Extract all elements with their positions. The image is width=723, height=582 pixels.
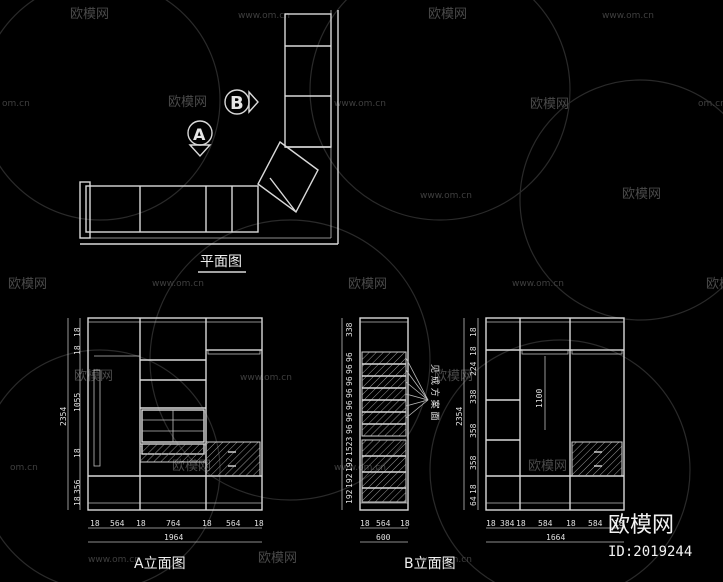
- wm-site: om.cn: [698, 99, 723, 109]
- svg-text:1523: 1523: [345, 437, 354, 456]
- svg-text:1664: 1664: [546, 533, 565, 542]
- wm-brand: 欧模网: [622, 187, 661, 202]
- svg-text:18: 18: [202, 519, 212, 528]
- svg-text:18: 18: [486, 519, 496, 528]
- svg-text:18: 18: [360, 519, 370, 528]
- wm-site: www.om.cn: [420, 191, 472, 201]
- wm-brand: 欧模网: [530, 97, 569, 112]
- svg-text:338: 338: [469, 389, 478, 404]
- wm-brand: 欧模网: [74, 369, 113, 384]
- svg-text:96: 96: [345, 412, 354, 422]
- svg-text:18: 18: [73, 448, 82, 458]
- wm-brand: 欧模网: [70, 7, 109, 22]
- wm-site: om.cn: [2, 99, 30, 109]
- wm-site: om.cn: [10, 463, 38, 473]
- svg-text:584: 584: [588, 519, 603, 528]
- elevation-b-title: B立面图: [404, 556, 456, 572]
- wm-brand: 欧模网: [528, 459, 567, 474]
- svg-text:1100: 1100: [535, 389, 544, 408]
- svg-text:564: 564: [226, 519, 241, 528]
- wm-site: www.om.cn: [152, 279, 204, 289]
- svg-text:96: 96: [345, 376, 354, 386]
- plan-view: B A 平面图: [79, 10, 339, 273]
- svg-text:18: 18: [614, 519, 624, 528]
- svg-text:A: A: [193, 125, 206, 144]
- elevation-a-title: A立面图: [134, 556, 186, 572]
- svg-text:18: 18: [73, 496, 82, 506]
- svg-text:18: 18: [516, 519, 526, 528]
- svg-text:18: 18: [566, 519, 576, 528]
- svg-text:96: 96: [345, 400, 354, 410]
- footer-brand-name: 欧模网: [608, 513, 674, 538]
- elevation-b-note: 见 成 方 案 面: [429, 364, 441, 420]
- wm-brand: 欧模网: [706, 277, 723, 292]
- wm-brand: 欧模网: [428, 7, 467, 22]
- wm-site: www.om.cn: [238, 11, 290, 21]
- elevation-c: 1100 2354 18 18 224 338 358 358 18 64 18…: [455, 317, 625, 543]
- svg-text:64: 64: [469, 496, 478, 506]
- svg-text:764: 764: [166, 519, 181, 528]
- svg-text:358: 358: [469, 455, 478, 470]
- wm-site: www.om.cn: [88, 555, 140, 565]
- svg-text:584: 584: [538, 519, 553, 528]
- svg-text:18: 18: [73, 327, 82, 337]
- svg-text:1055: 1055: [73, 393, 82, 412]
- wm-site: www.om.cn: [334, 99, 386, 109]
- svg-text:384: 384: [500, 519, 515, 528]
- svg-text:18: 18: [400, 519, 410, 528]
- svg-text:192: 192: [345, 473, 354, 488]
- footer-brand-id: ID:2019244: [608, 544, 692, 560]
- watermark-texts: 欧模网 www.om.cn 欧模网 www.om.cn om.cn 欧模网 ww…: [2, 7, 723, 566]
- plan-title: 平面图: [200, 254, 242, 270]
- wm-site: www.om.cn: [602, 11, 654, 21]
- svg-text:96: 96: [345, 352, 354, 362]
- wm-site: www.om.cn: [240, 373, 292, 383]
- svg-text:356: 356: [73, 479, 82, 494]
- wm-brand: 欧模网: [168, 95, 207, 110]
- svg-text:358: 358: [469, 423, 478, 438]
- svg-text:192: 192: [345, 457, 354, 472]
- svg-text:18: 18: [469, 346, 478, 356]
- svg-text:1964: 1964: [164, 533, 183, 542]
- svg-text:B: B: [230, 93, 244, 114]
- footer-brand: 欧模网 ID:2019244: [608, 513, 692, 560]
- svg-text:18: 18: [469, 327, 478, 337]
- wm-site: www.om.cn: [420, 555, 472, 565]
- elevation-a: 2354 18 18 1055 18 356 18 18 564 18 764 …: [59, 317, 264, 572]
- svg-text:2354: 2354: [59, 407, 68, 426]
- section-marker-b: B: [224, 89, 259, 115]
- svg-text:18: 18: [90, 519, 100, 528]
- svg-text:2354: 2354: [455, 407, 464, 426]
- svg-text:564: 564: [376, 519, 391, 528]
- section-marker-a: A: [187, 120, 213, 158]
- svg-text:600: 600: [376, 533, 391, 542]
- svg-text:96: 96: [345, 364, 354, 374]
- svg-text:96: 96: [345, 388, 354, 398]
- svg-text:18: 18: [136, 519, 146, 528]
- wm-brand: 欧模网: [8, 277, 47, 292]
- svg-text:18: 18: [73, 345, 82, 355]
- svg-text:192: 192: [345, 489, 354, 504]
- svg-text:96: 96: [345, 424, 354, 434]
- svg-text:564: 564: [110, 519, 125, 528]
- wm-brand: 欧模网: [172, 459, 211, 474]
- svg-text:338: 338: [345, 322, 354, 337]
- svg-text:224: 224: [469, 361, 478, 376]
- svg-text:18: 18: [254, 519, 264, 528]
- elevation-b: 见 成 方 案 面 338 96 96 96 96 96 96 96 1523 …: [341, 317, 456, 572]
- wm-brand: 欧模网: [434, 369, 473, 384]
- wm-brand: 欧模网: [348, 277, 387, 292]
- wm-site: www.om.cn: [512, 279, 564, 289]
- svg-text:18: 18: [469, 484, 478, 494]
- wm-brand: 欧模网: [258, 551, 297, 566]
